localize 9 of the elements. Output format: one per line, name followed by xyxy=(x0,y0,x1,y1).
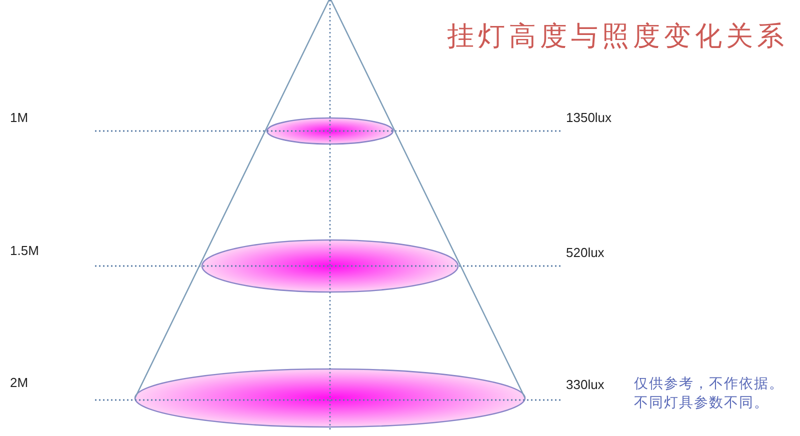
note-text: 仅供参考，不作依据。 xyxy=(634,375,784,393)
illuminance-label: 1350lux xyxy=(566,110,612,126)
illuminance-label: 520lux xyxy=(566,245,604,261)
illuminance-label: 330lux xyxy=(566,377,604,393)
title: 挂灯高度与照度变化关系 xyxy=(447,20,788,54)
height-label: 2M xyxy=(10,375,28,391)
height-label: 1M xyxy=(10,110,28,126)
height-label: 1.5M xyxy=(10,243,39,259)
note-text: 不同灯具参数不同。 xyxy=(634,394,769,412)
